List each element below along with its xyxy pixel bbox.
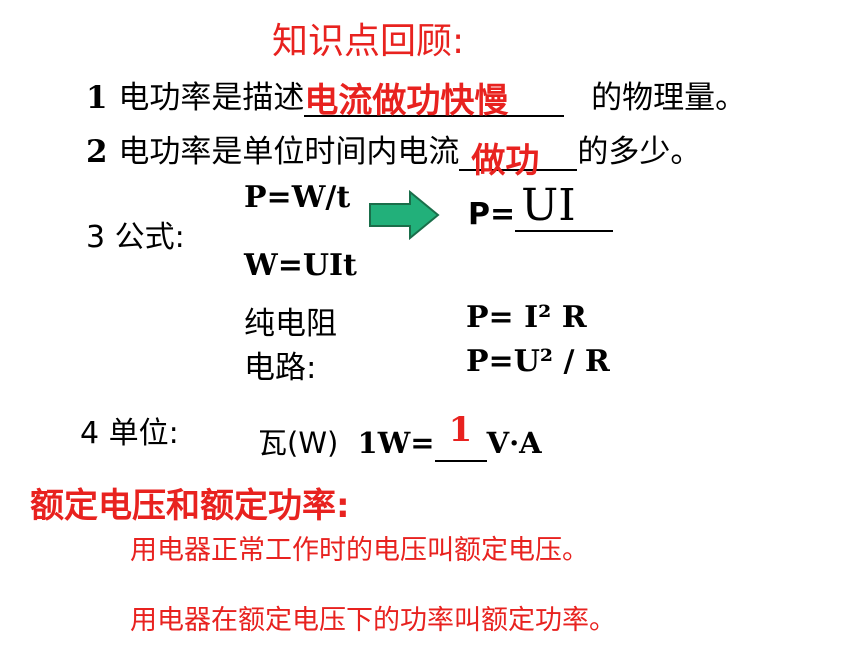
item-2: 2 电功率是单位时间内电流做功 的多少。 [86, 126, 702, 181]
pure-resistance-label-line1: 纯电阻 [244, 306, 337, 342]
item-1-text-before: 电功率是描述 [118, 80, 305, 116]
formula-energy: W=UIt [244, 248, 357, 283]
conversion-prefix: 1W= [357, 426, 435, 460]
section-line-1: 用电器正常工作时的电压叫额定电压。 [130, 535, 589, 566]
item-2-text-before: 电功率是单位时间内电流 [118, 134, 460, 170]
item-1-number: 1 [86, 80, 108, 116]
item-2-blank: 做功 [459, 139, 578, 181]
item-3-label: 3 公式: [86, 220, 185, 255]
item-1-blank: 电流做功快慢 [304, 81, 565, 121]
item-4-label: 4 单位: [80, 416, 179, 451]
conversion-suffix: V·A [486, 426, 542, 460]
item-2-number: 2 [86, 134, 108, 170]
item-2-text-after: 的多少。 [577, 134, 702, 170]
item-1-answer: 电流做功快慢 [304, 81, 509, 121]
page-title: 知识点回顾: [272, 21, 465, 62]
section-line-2: 用电器在额定电压下的功率叫额定功率。 [130, 605, 616, 636]
arrow-right-icon [369, 190, 440, 240]
formula-result-blank: UI [515, 180, 614, 232]
item-2-answer: 做功 [471, 141, 540, 181]
unit-watt: 瓦(W) [258, 426, 339, 460]
item-4-content: 瓦(W) 1W= 1 V·A [258, 410, 542, 462]
item-1-text-after: 的物理量。 [591, 80, 747, 116]
formula-result: P=UI [468, 180, 614, 232]
conversion-blank: 1 [434, 410, 487, 462]
formula-result-answer: UI [521, 180, 576, 231]
item-1: 1 电功率是描述电流做功快慢 的物理量。 [86, 72, 747, 121]
conversion-answer: 1 [448, 410, 473, 450]
formula-i2r: P= I² R [466, 300, 587, 335]
formula-result-prefix: P= [468, 197, 516, 232]
pure-resistance-label-line2: 电路: [244, 350, 317, 386]
formula-power-energy: P=W/t [244, 180, 351, 215]
formula-u2r: P=U² / R [466, 344, 610, 379]
section-heading: 额定电压和额定功率: [30, 486, 350, 526]
